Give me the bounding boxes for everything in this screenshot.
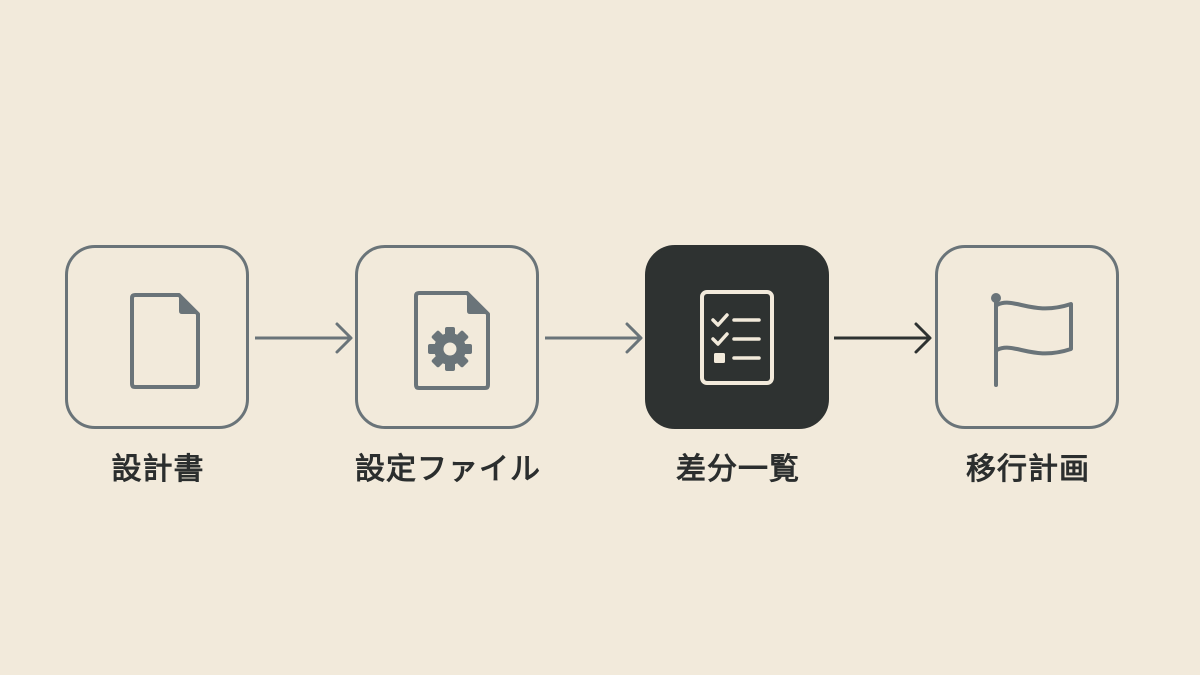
step-box	[935, 245, 1119, 429]
step-box-active	[645, 245, 829, 429]
step-label: 設計書	[111, 452, 205, 487]
step-label: 移行計画	[966, 452, 1090, 487]
checklist-icon	[700, 290, 774, 385]
flag-icon	[991, 293, 1073, 387]
step-label: 設定ファイル	[355, 452, 541, 487]
settings-file-icon	[414, 291, 490, 390]
flow-arrow	[834, 318, 938, 358]
document-icon	[130, 293, 200, 389]
flow-arrow	[255, 318, 359, 358]
flow-arrow	[545, 318, 649, 358]
step-box	[355, 245, 539, 429]
step-box	[65, 245, 249, 429]
step-label: 差分一覧	[676, 452, 800, 487]
